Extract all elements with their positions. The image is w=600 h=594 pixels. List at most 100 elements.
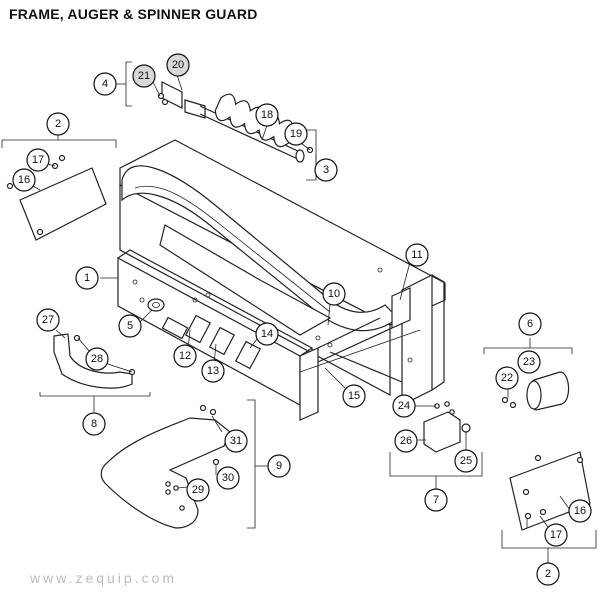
callout-circle — [454, 449, 478, 473]
callout-circle — [314, 158, 338, 182]
callout-circle — [424, 488, 448, 512]
callout-number: 27 — [42, 314, 54, 326]
callout-number: 9 — [276, 460, 282, 472]
callout-c20: 20 — [166, 53, 190, 77]
callout-c23: 23 — [517, 350, 541, 374]
callout-number: 29 — [192, 484, 204, 496]
callout-c3: 3 — [314, 158, 338, 182]
callout-circle — [405, 243, 429, 267]
callout-number: 19 — [290, 128, 302, 140]
callout-c1: 1 — [75, 266, 99, 290]
callout-c17b: 17 — [544, 523, 568, 547]
callout-c2a: 2 — [46, 112, 70, 136]
callout-circle — [322, 282, 346, 306]
callout-circle — [186, 478, 210, 502]
callout-number: 10 — [328, 288, 340, 300]
callout-c7: 7 — [424, 488, 448, 512]
callout-number: 28 — [91, 353, 103, 365]
callout-number: 8 — [91, 418, 97, 430]
callout-c14: 14 — [255, 322, 279, 346]
callout-number: 13 — [207, 365, 219, 377]
callout-circle — [132, 64, 156, 88]
callout-circle — [93, 72, 117, 96]
callout-circle — [46, 112, 70, 136]
callout-c18: 18 — [255, 103, 279, 127]
watermark-text: www.zequip.com — [30, 570, 178, 586]
callout-number: 30 — [222, 472, 234, 484]
callout-number: 15 — [348, 390, 360, 402]
callout-c24: 24 — [392, 394, 416, 418]
callout-c27: 27 — [36, 308, 60, 332]
main-frame — [117, 139, 446, 421]
spinner-guard-plate — [100, 404, 231, 529]
callout-c16a: 16 — [12, 168, 36, 192]
callout-c30: 30 — [216, 466, 240, 490]
callout-number: 24 — [398, 400, 410, 412]
callout-c4: 4 — [93, 72, 117, 96]
callout-circle — [544, 523, 568, 547]
callout-circle — [75, 266, 99, 290]
callout-circle — [568, 499, 592, 523]
callout-number: 2 — [545, 568, 551, 580]
callout-circle — [284, 122, 308, 146]
callout-c19: 19 — [284, 122, 308, 146]
callout-circle — [118, 314, 142, 338]
callout-c21: 21 — [132, 64, 156, 88]
guard-bracket — [53, 333, 136, 389]
callout-c25: 25 — [454, 449, 478, 473]
callout-circle — [517, 350, 541, 374]
callout-number: 22 — [501, 372, 513, 384]
callout-circle — [216, 466, 240, 490]
side-shield-left — [6, 154, 107, 241]
callout-circle — [495, 366, 519, 390]
callout-number: 4 — [102, 78, 108, 90]
callout-circle — [82, 412, 106, 436]
callout-number: 21 — [138, 70, 150, 82]
callout-circle — [85, 347, 109, 371]
callout-number: 14 — [261, 328, 273, 340]
callout-c8: 8 — [82, 412, 106, 436]
callout-c31: 31 — [224, 429, 248, 453]
callout-c29: 29 — [186, 478, 210, 502]
callout-number: 17 — [32, 154, 44, 166]
callout-number: 7 — [433, 494, 439, 506]
callout-circle — [173, 344, 197, 368]
callout-c16b: 16 — [568, 499, 592, 523]
callout-number: 1 — [84, 272, 90, 284]
callout-number: 23 — [523, 356, 535, 368]
callout-c6: 6 — [518, 312, 542, 336]
callout-c2b: 2 — [536, 562, 560, 586]
callout-number: 20 — [172, 59, 184, 71]
callout-circle — [255, 103, 279, 127]
callout-circle — [394, 429, 418, 453]
callout-number: 18 — [261, 109, 273, 121]
callout-number: 26 — [400, 435, 412, 447]
callout-c17a: 17 — [26, 148, 50, 172]
diagram-title: FRAME, AUGER & SPINNER GUARD — [9, 6, 258, 22]
callout-circle — [255, 322, 279, 346]
callout-number: 31 — [230, 435, 242, 447]
callout-c12: 12 — [173, 344, 197, 368]
callout-number: 5 — [127, 320, 133, 332]
callout-circle — [518, 312, 542, 336]
gearbox — [423, 401, 471, 453]
callout-circle — [12, 168, 36, 192]
callout-c13: 13 — [201, 359, 225, 383]
callout-number: 16 — [18, 174, 30, 186]
callout-circle — [392, 394, 416, 418]
callout-c11: 11 — [405, 243, 429, 267]
callout-c5: 5 — [118, 314, 142, 338]
spinner-motor — [501, 371, 570, 411]
callout-number: 12 — [179, 350, 191, 362]
callout-number: 3 — [323, 164, 329, 176]
callout-number: 16 — [574, 505, 586, 517]
callout-circle — [224, 429, 248, 453]
callout-circle — [166, 53, 190, 77]
callout-c22: 22 — [495, 366, 519, 390]
callout-c26: 26 — [394, 429, 418, 453]
callout-c15: 15 — [342, 384, 366, 408]
callout-number: 17 — [550, 529, 562, 541]
